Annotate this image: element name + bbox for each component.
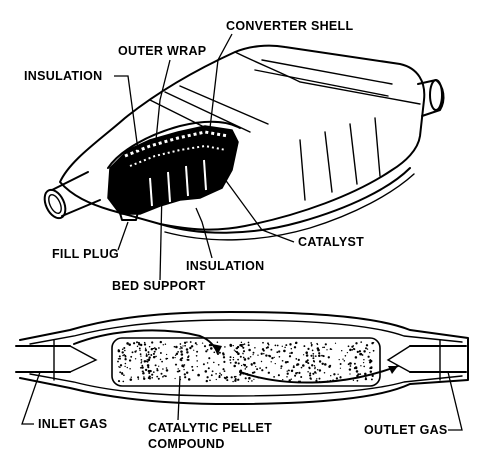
section-outlet-pipe bbox=[409, 345, 467, 373]
shell-top-face bbox=[234, 51, 421, 105]
outer-wrap-edge bbox=[107, 120, 241, 169]
bed-support-plates bbox=[149, 159, 207, 207]
bottom-labels: INLET GAS CATALYTIC PELLET COMPOUND OUTL… bbox=[21, 371, 463, 451]
label-outlet-gas: OUTLET GAS bbox=[364, 423, 448, 437]
label-converter-shell: CONVERTER SHELL bbox=[226, 19, 353, 33]
label-inlet-gas: INLET GAS bbox=[38, 417, 107, 431]
converter-cutaway-illustration bbox=[43, 44, 445, 241]
section-inlet-pipe bbox=[15, 345, 71, 373]
fill-plug-shape bbox=[117, 195, 141, 221]
label-fill-plug: FILL PLUG bbox=[52, 247, 119, 261]
shell-bottom-flange bbox=[159, 167, 411, 234]
label-outer-wrap: OUTER WRAP bbox=[118, 44, 206, 58]
section-outer-shell bbox=[19, 311, 469, 405]
label-catalytic-pellet: CATALYTIC PELLET bbox=[148, 421, 272, 435]
label-compound: COMPOUND bbox=[148, 437, 225, 451]
catalyst-bed-cutaway bbox=[107, 125, 239, 215]
label-catalyst: CATALYST bbox=[298, 235, 364, 249]
outlet-pipe-opening bbox=[429, 79, 443, 111]
inlet-pipe-opening bbox=[43, 188, 67, 220]
top-labels: CONVERTER SHELL OUTER WRAP INSULATION FI… bbox=[24, 19, 364, 293]
flow-arrow-outlet bbox=[239, 365, 399, 384]
converter-shell-outline bbox=[59, 44, 426, 231]
catalytic-pellets bbox=[117, 340, 375, 383]
insulation-layer bbox=[124, 130, 229, 158]
shell-ribs bbox=[149, 59, 393, 201]
label-bed-support: BED SUPPORT bbox=[112, 279, 206, 293]
converter-cross-section bbox=[15, 311, 469, 405]
label-insulation-upper: INSULATION bbox=[24, 69, 102, 83]
label-insulation-lower: INSULATION bbox=[186, 259, 264, 273]
inlet-pipe-left bbox=[51, 171, 101, 217]
